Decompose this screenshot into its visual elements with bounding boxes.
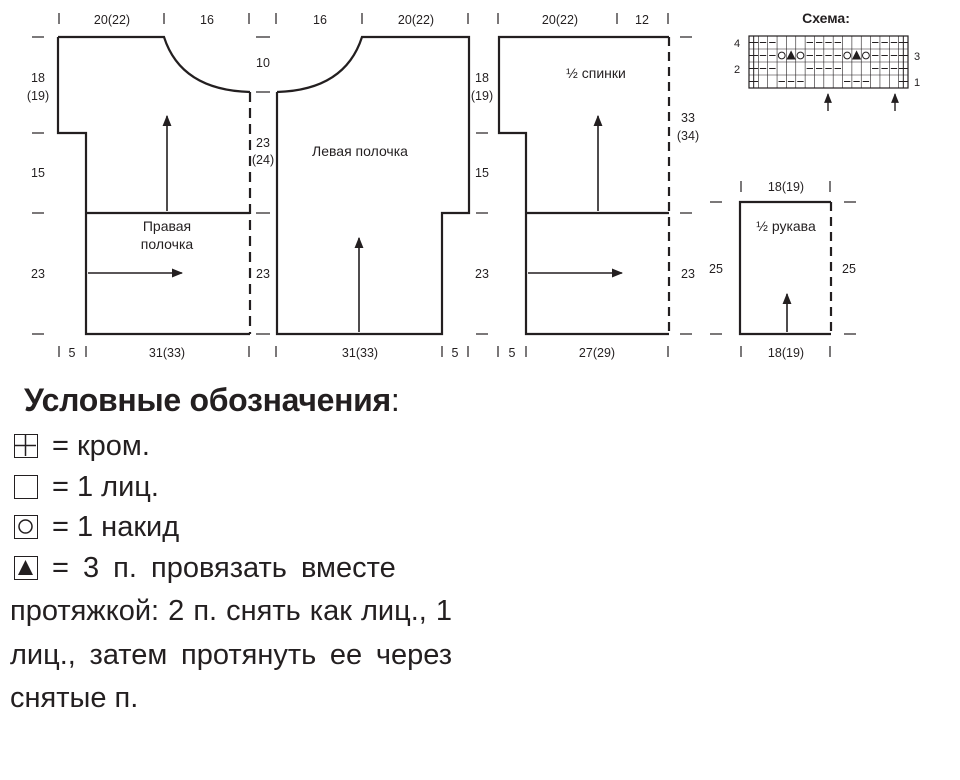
scheme-grid xyxy=(748,35,909,89)
right-front-label-2: полочка xyxy=(141,236,194,252)
scheme-row-1: 1 xyxy=(914,77,920,89)
sleeve-height-ticks xyxy=(710,201,856,335)
legend-text-three-together: = 3 п. провязать вместе xyxy=(52,551,396,584)
left-front-bottom-width-2: 5 xyxy=(452,346,459,360)
sleeve-label: ½ рукава xyxy=(756,218,816,234)
sleeve-bottom-ticks xyxy=(740,346,831,357)
left-front-bottom-ticks xyxy=(275,346,469,357)
right-front-bottom-ticks xyxy=(58,346,250,357)
back-bottom-width-2: 27(29) xyxy=(579,346,615,360)
back-height-3: 23 xyxy=(475,267,489,281)
sleeve-top-ticks xyxy=(740,181,831,192)
right-front-label-1: Правая xyxy=(143,218,191,234)
scheme-title: Схема: xyxy=(802,10,850,26)
right-front-height-ticks xyxy=(32,36,44,335)
left-front-top-width-1: 16 xyxy=(313,13,327,27)
right-front-bottom-width-1: 5 xyxy=(69,346,76,360)
legend-item-edge: = кром. xyxy=(14,429,150,463)
sleeve-top-width: 18(19) xyxy=(768,180,804,194)
scheme-row-3: 3 xyxy=(914,51,920,63)
back-height-right-2: 23 xyxy=(681,267,695,281)
knit-stitch-icon xyxy=(14,475,38,499)
center-height-3: 23 xyxy=(256,267,270,281)
back-height-ticks-right xyxy=(680,36,692,335)
yarn-over-icon xyxy=(14,515,38,539)
legend-title-colon: : xyxy=(390,382,400,418)
back-height-right-1b: (34) xyxy=(677,129,699,143)
left-front-top-ticks xyxy=(275,13,469,24)
edge-stitch-icon xyxy=(14,434,38,458)
back-bottom-ticks xyxy=(497,346,669,357)
legend-text-yarn-over: = 1 накид xyxy=(52,510,180,543)
back-top-width-2: 12 xyxy=(635,13,649,27)
back-height-right-1: 33 xyxy=(681,111,695,125)
back-height-1b: (19) xyxy=(471,89,493,103)
right-front-height-3: 23 xyxy=(31,267,45,281)
sleeve-height-right: 25 xyxy=(842,262,856,276)
legend-title-text: Условные обозначения xyxy=(24,382,391,418)
back-piece xyxy=(497,35,671,336)
right-front-top-ticks xyxy=(58,13,250,24)
triangle-icon xyxy=(14,556,38,580)
center-height-2: 23 xyxy=(256,136,270,150)
left-front-bottom-width-1: 31(33) xyxy=(342,346,378,360)
sleeve-height-left: 25 xyxy=(709,262,723,276)
right-front-height-1: 18 xyxy=(31,71,45,85)
right-front-bottom-width-2: 31(33) xyxy=(149,346,185,360)
center-height-1: 10 xyxy=(256,56,270,70)
right-front-height-2: 15 xyxy=(31,166,45,180)
back-arrows xyxy=(528,114,624,278)
center-height-ticks xyxy=(256,36,270,335)
left-front-piece xyxy=(275,35,471,336)
right-front-arrows xyxy=(88,114,184,278)
right-front-top-width-2: 16 xyxy=(200,13,214,27)
sleeve-piece xyxy=(738,200,833,336)
legend-item-three-together: = 3 п. провязать вместе xyxy=(14,551,456,585)
back-top-width-1: 20(22) xyxy=(542,13,578,27)
legend-item-yarn-over: = 1 накид xyxy=(14,510,179,544)
sleeve-bottom-width: 18(19) xyxy=(768,346,804,360)
scheme-repeat-arrows xyxy=(824,93,899,111)
scheme-row-4: 4 xyxy=(734,38,740,50)
scheme-row-2: 2 xyxy=(734,64,740,76)
back-label: ½ спинки xyxy=(566,65,626,81)
legend-text-edge: = кром. xyxy=(52,429,150,462)
knitting-pattern-diagram: Правая полочка 20(22) 16 18 (19) 15 23 1… xyxy=(27,10,920,360)
back-height-ticks-left xyxy=(476,132,488,335)
right-front-piece xyxy=(56,35,252,336)
back-height-2: 15 xyxy=(475,166,489,180)
center-height-2b: (24) xyxy=(252,153,274,167)
right-front-height-1b: (19) xyxy=(27,89,49,103)
back-height-1: 18 xyxy=(475,71,489,85)
legend-text-knit: = 1 лиц. xyxy=(52,470,159,503)
legend-title: Условные обозначения: xyxy=(24,382,400,419)
legend-continuation: протяжкой: 2 п. снять как лиц., 1 лиц., … xyxy=(10,595,452,714)
left-front-label: Левая полочка xyxy=(312,143,408,159)
back-top-ticks xyxy=(497,13,669,24)
right-front-top-width-1: 20(22) xyxy=(94,13,130,27)
left-front-top-width-2: 20(22) xyxy=(398,13,434,27)
back-bottom-width-1: 5 xyxy=(509,346,516,360)
legend-item-knit: = 1 лиц. xyxy=(14,470,159,504)
